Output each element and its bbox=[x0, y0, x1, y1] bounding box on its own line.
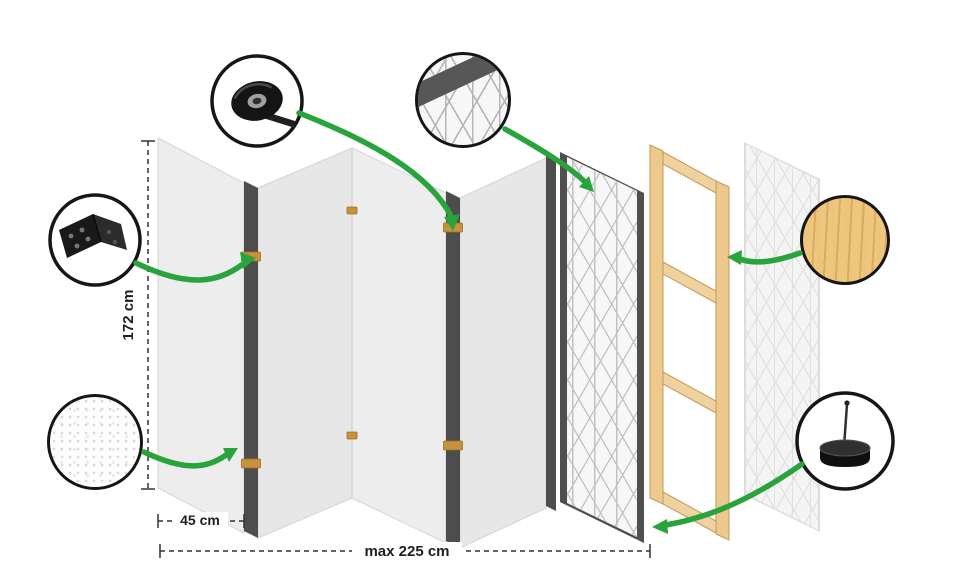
arrow-head bbox=[240, 252, 256, 269]
arrow-head bbox=[223, 448, 238, 462]
hinge-pin bbox=[241, 458, 261, 469]
arrow-wood bbox=[737, 250, 803, 265]
arrow-heads bbox=[223, 176, 742, 534]
arrow-hinge bbox=[133, 260, 246, 283]
divider-panel-1 bbox=[157, 137, 245, 534]
panel-edges bbox=[244, 156, 556, 548]
divider-panel-2 bbox=[257, 147, 353, 539]
height-dimension-label: 172 cm bbox=[120, 290, 137, 341]
divider-panel-4 bbox=[459, 157, 547, 549]
arrow-tape bbox=[296, 110, 454, 219]
hinge-pin bbox=[346, 431, 358, 440]
frame-rung bbox=[662, 371, 717, 414]
panel-width-label: 45 cm bbox=[180, 512, 220, 528]
wood-callout bbox=[800, 195, 890, 285]
panel-edge-1 bbox=[244, 181, 258, 538]
arrow-pattern bbox=[502, 126, 587, 184]
canvas-texture-callout bbox=[47, 394, 143, 490]
pattern-detail-callout bbox=[415, 52, 511, 148]
arrow-head bbox=[652, 519, 668, 534]
frame-rung bbox=[662, 261, 717, 304]
height-dimension bbox=[141, 140, 155, 490]
label-backing bbox=[172, 512, 228, 529]
wooden-frame bbox=[649, 144, 730, 541]
panel-edge-3 bbox=[546, 156, 556, 511]
panel-width-dimension bbox=[157, 514, 245, 528]
divider-panel-3 bbox=[351, 147, 447, 544]
folding-panels bbox=[157, 137, 547, 549]
frame-rail-right bbox=[715, 180, 730, 541]
label-backing bbox=[352, 542, 462, 560]
max-width-label: max 225 cm bbox=[364, 543, 449, 560]
foot-callout bbox=[795, 391, 895, 491]
arrow-texture bbox=[141, 449, 229, 469]
frame-rung bbox=[662, 151, 717, 194]
arrow-head bbox=[444, 214, 460, 231]
hinge-pin bbox=[346, 206, 358, 215]
hinge-pin bbox=[443, 440, 463, 451]
arrow-head bbox=[579, 176, 594, 192]
arrow-foot bbox=[663, 461, 805, 528]
frame-rung bbox=[662, 491, 717, 534]
felt-foot-icon bbox=[819, 400, 871, 467]
arrow-head bbox=[727, 250, 742, 265]
tape-roll-icon bbox=[231, 81, 295, 128]
hinge-bracket-icon bbox=[59, 213, 127, 258]
callout-arrows bbox=[133, 110, 805, 528]
tape-callout bbox=[210, 54, 304, 148]
panel-edge-2 bbox=[446, 191, 460, 548]
hinge-callout bbox=[48, 193, 142, 287]
frame-rail-left bbox=[649, 144, 664, 505]
